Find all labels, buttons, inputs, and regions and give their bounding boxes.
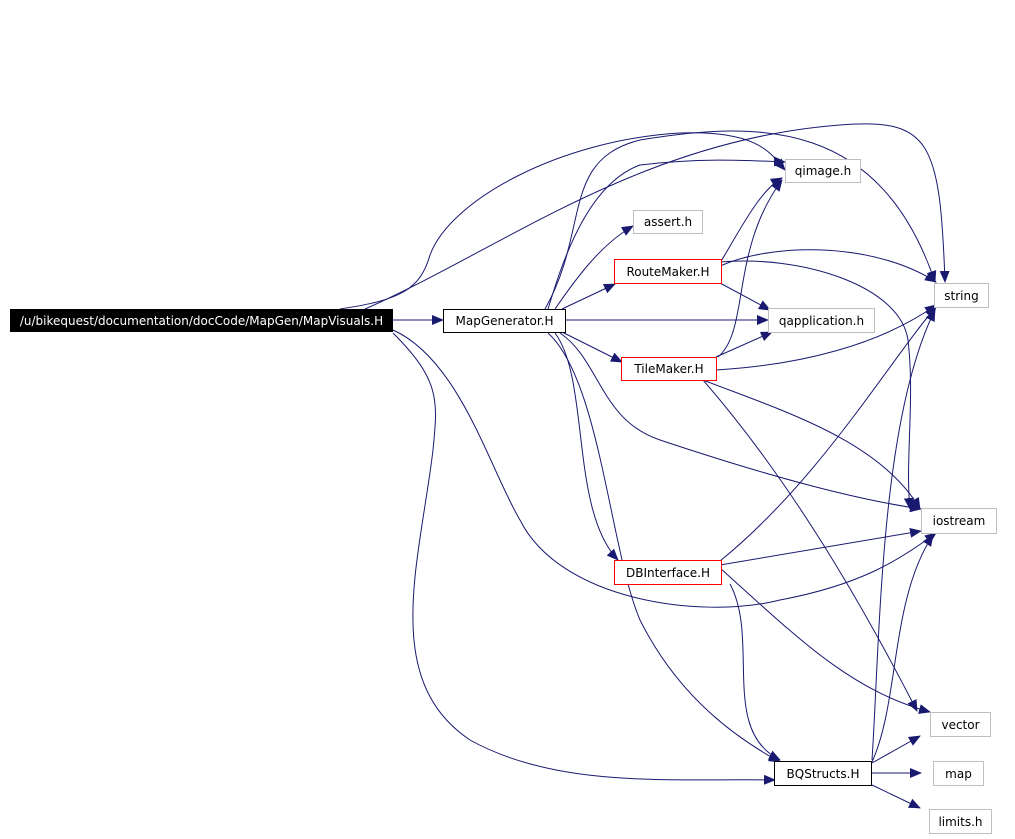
edge-mapgenerator-to-tilemaker	[561, 331, 623, 363]
node-routemaker[interactable]: RouteMaker.H	[614, 259, 722, 284]
edge-tilemaker-to-string	[715, 304, 937, 371]
edge-mapvisuals-to-iostream	[392, 329, 937, 608]
node-bqstructs[interactable]: BQStructs.H	[774, 761, 872, 786]
edge-bqstructs-to-vector	[871, 735, 921, 764]
edge-tilemaker-to-qapplication	[715, 331, 773, 358]
node-assert[interactable]: assert.h	[633, 210, 703, 234]
edge-tilemaker-to-qimage	[717, 179, 783, 358]
edge-routemaker-to-qimage	[719, 177, 783, 264]
edge-mapvisuals-to-qimage	[339, 132, 786, 310]
node-tilemaker[interactable]: TileMaker.H	[621, 357, 717, 381]
edge-bqstructs-to-string	[871, 309, 936, 761]
node-mapvisuals[interactable]: /u/bikequest/documentation/docCode/MapGe…	[10, 309, 393, 332]
edge-mapgenerator-to-string	[544, 130, 937, 310]
edge-routemaker-to-iostream	[719, 260, 914, 510]
node-dbinterface[interactable]: DBInterface.H	[614, 560, 722, 585]
edge-bqstructs-to-iostream	[871, 534, 934, 763]
node-vector[interactable]: vector	[930, 712, 991, 737]
edge-bqstructs-to-limits	[871, 784, 921, 809]
edge-mapgenerator-to-qimage	[547, 156, 786, 310]
edge-mapgenerator-to-assert	[554, 225, 634, 310]
edge-mapgenerator-to-iostream	[559, 332, 922, 513]
edge-mapgenerator-to-dbinterface	[554, 332, 619, 561]
node-mapgenerator[interactable]: MapGenerator.H	[443, 309, 566, 333]
edge-routemaker-to-qapplication	[719, 282, 771, 311]
node-limits[interactable]: limits.h	[929, 809, 992, 834]
node-qapplication[interactable]: qapplication.h	[768, 308, 875, 333]
node-iostream[interactable]: iostream	[921, 508, 997, 534]
edge-dbinterface-to-string	[719, 306, 937, 562]
edge-dbinterface-to-bqstructs	[729, 583, 781, 761]
edge-tilemaker-to-iostream	[702, 379, 921, 510]
node-string[interactable]: string	[934, 283, 989, 308]
edge-routemaker-to-string	[719, 249, 937, 283]
node-qimage[interactable]: qimage.h	[785, 159, 861, 183]
edge-mapvisuals-to-bqstructs	[392, 332, 776, 785]
edge-tilemaker-to-vector	[702, 379, 918, 712]
edge-mapgenerator-to-routemaker	[561, 283, 616, 310]
edge-dbinterface-to-vector	[719, 567, 931, 714]
edge-dbinterface-to-iostream	[719, 527, 922, 566]
edge-mapvisuals-to-string	[364, 123, 950, 310]
node-map[interactable]: map	[933, 761, 984, 786]
edge-mapgenerator-to-bqstructs	[547, 332, 781, 763]
